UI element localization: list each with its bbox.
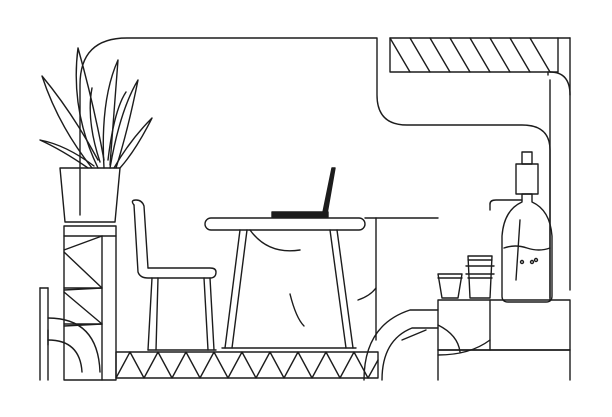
plant-pedestal xyxy=(64,226,116,380)
potted-plant xyxy=(40,48,152,222)
chair xyxy=(132,200,216,350)
paper-cups xyxy=(438,256,494,298)
water-cooler xyxy=(490,152,552,302)
zigzag-window xyxy=(390,38,570,290)
desk xyxy=(205,218,438,348)
laptop xyxy=(272,168,335,217)
right-pipe xyxy=(364,300,570,380)
plant-pot xyxy=(60,168,120,222)
left-pipe xyxy=(40,288,100,380)
plant-leaves xyxy=(40,48,152,168)
floor-strip xyxy=(116,352,378,378)
room-wall xyxy=(80,38,550,300)
